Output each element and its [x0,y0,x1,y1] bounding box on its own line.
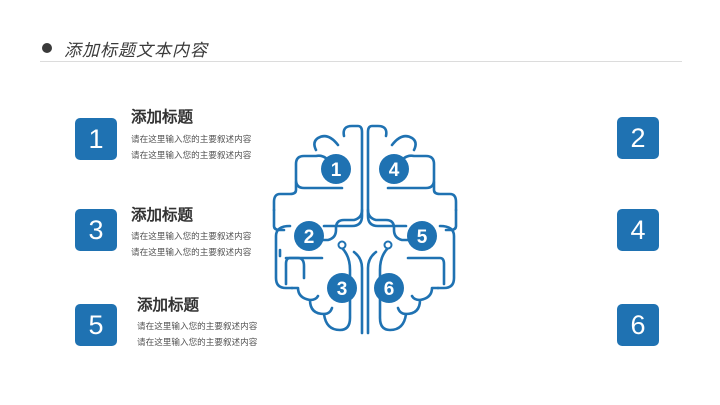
brain-circuit-icon: 1 4 2 5 3 6 [272,124,458,335]
item-desc: 请在这里输入您的主要叙述内容 请在这里输入您的主要叙述内容 [131,229,251,261]
item-title: 添加标题 [131,108,194,126]
connector-dot-icon [337,240,347,250]
desc-line: 请在这里输入您的主要叙述内容 [131,135,252,145]
node-label: 5 [417,227,428,248]
desc-line: 请在这里输入您的主要叙述内容 [137,322,258,332]
number-badge-4: 4 [617,209,659,251]
node-label: 1 [331,160,342,181]
brain-node-2: 2 [294,221,324,251]
node-label: 4 [389,160,400,181]
connector-dot-icon [383,240,393,250]
item-title: 添加标题 [131,206,194,224]
number-badge-2: 2 [617,117,659,159]
node-label: 3 [337,279,348,300]
page-title: 添加标题文本内容 [64,40,208,61]
brain-node-3: 3 [327,273,357,303]
node-label: 2 [304,227,315,248]
number-badge-5: 5 [75,304,117,346]
slide-header: 添加标题文本内容 [42,36,208,61]
item-desc: 请在这里输入您的主要叙述内容 请在这里输入您的主要叙述内容 [131,132,251,164]
brain-node-4: 4 [379,154,409,184]
item-desc: 请在这里输入您的主要叙述内容 请在这里输入您的主要叙述内容 [137,319,257,351]
header-divider [40,61,682,62]
number-badge-6: 6 [617,304,659,346]
number-badge-3: 3 [75,209,117,251]
desc-line: 请在这里输入您的主要叙述内容 [131,248,252,258]
brain-node-1: 1 [321,154,351,184]
brain-node-5: 5 [407,221,437,251]
desc-line: 请在这里输入您的主要叙述内容 [137,338,258,348]
desc-line: 请在这里输入您的主要叙述内容 [131,232,252,242]
desc-line: 请在这里输入您的主要叙述内容 [131,151,252,161]
bullet-dot-icon [42,43,52,53]
brain-node-6: 6 [374,273,404,303]
number-badge-1: 1 [75,118,117,160]
node-label: 6 [384,279,395,300]
item-title: 添加标题 [137,296,200,314]
